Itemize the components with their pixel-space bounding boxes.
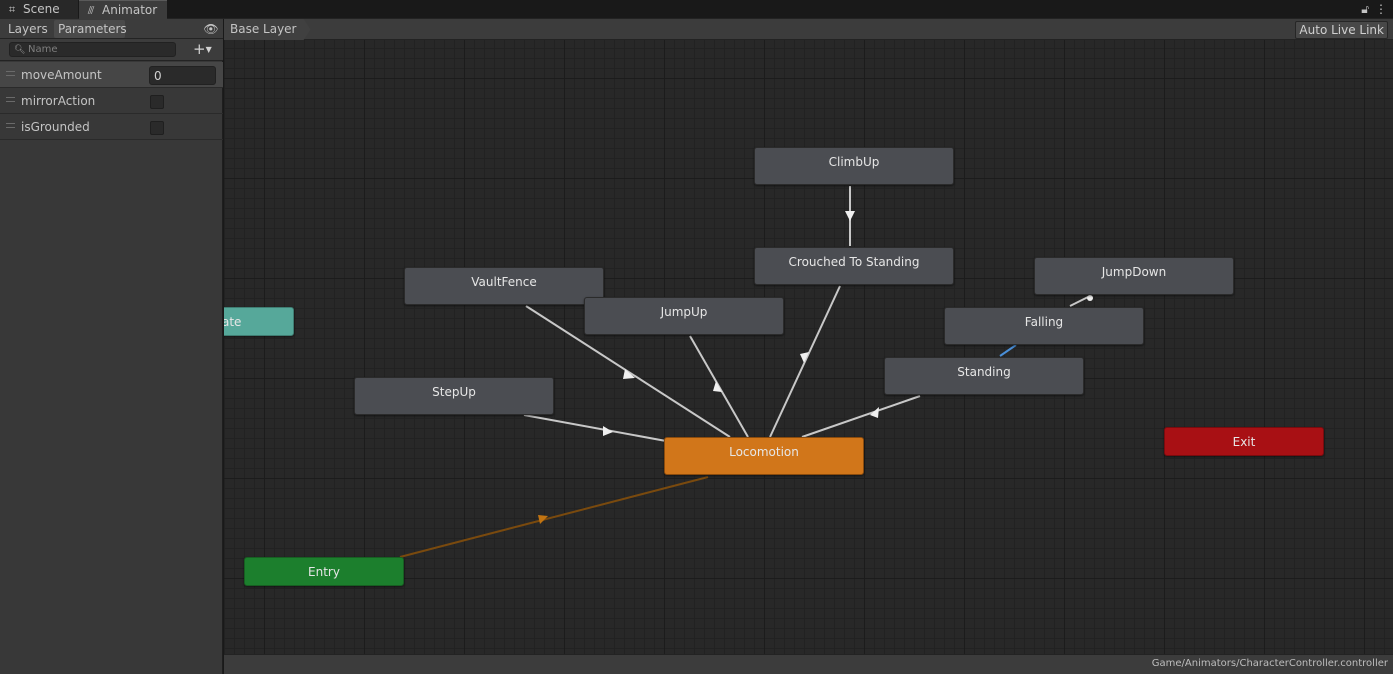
plus-icon: +	[193, 40, 206, 58]
transition-falling-jumpdown[interactable]	[1069, 295, 1091, 307]
transition-arrow-icon	[538, 515, 548, 524]
transitions-layer	[399, 186, 1093, 558]
state-exit[interactable]: Exit	[1164, 427, 1324, 456]
transition-arrow-icon	[870, 407, 879, 418]
state-machine-graph[interactable]: ClimbUp Crouched To Standing VaultFence …	[224, 40, 1393, 654]
asset-path: Game/Animators/CharacterController.contr…	[1151, 658, 1388, 669]
search-row: 🔍︎ +▼	[0, 39, 223, 61]
state-locomotion-default[interactable]: Locomotion	[664, 437, 864, 475]
search-input[interactable]	[28, 43, 173, 56]
lock-icon[interactable]: 🔓︎	[1361, 2, 1369, 16]
animator-icon: ⫻	[87, 4, 95, 17]
search-icon: 🔍︎	[14, 45, 26, 55]
panel-toolbar: Layers Parameters 👁︎	[0, 19, 223, 39]
tab-scene-label: Scene	[23, 2, 60, 16]
transition-arrow-icon	[845, 211, 855, 221]
transition-standing-locomotion[interactable]	[801, 395, 921, 438]
chevron-down-icon: ▼	[205, 45, 212, 54]
state-crouched-to-standing[interactable]: Crouched To Standing	[754, 247, 954, 285]
state-any-state[interactable]: ate	[224, 307, 294, 336]
transition-stepup-locomotion[interactable]	[523, 414, 667, 442]
search-box: 🔍︎	[9, 42, 176, 57]
state-falling[interactable]: Falling	[944, 307, 1144, 345]
state-entry[interactable]: Entry	[244, 557, 404, 586]
transition-arrow-icon	[603, 426, 613, 436]
transition-arrow-icon	[713, 381, 722, 392]
transition-standing-falling[interactable]	[999, 344, 1017, 357]
state-vaultfence[interactable]: VaultFence	[404, 267, 604, 305]
tab-animator[interactable]: ⫻ Animator	[79, 0, 167, 19]
state-standing[interactable]: Standing	[884, 357, 1084, 395]
breadcrumb[interactable]: Base Layer	[224, 19, 311, 40]
drag-handle-icon[interactable]	[6, 71, 15, 76]
default-transition-entry-locomotion[interactable]	[399, 476, 709, 558]
state-climbup[interactable]: ClimbUp	[754, 147, 954, 185]
tab-animator-label: Animator	[102, 3, 158, 17]
parameter-name: isGrounded	[21, 120, 90, 134]
state-jumpup[interactable]: JumpUp	[584, 297, 784, 335]
parameters-panel: Layers Parameters 👁︎ 🔍︎ +▼ moveAmount mi…	[0, 19, 223, 674]
drag-handle-icon[interactable]	[6, 123, 15, 128]
auto-live-link-button[interactable]: Auto Live Link	[1295, 21, 1388, 39]
transition-arrow-icon	[623, 369, 635, 379]
more-options-icon[interactable]: ⋮	[1375, 2, 1387, 16]
parameter-row-isgrounded[interactable]: isGrounded	[0, 114, 223, 140]
eye-icon[interactable]: 👁︎	[203, 22, 219, 36]
window-tab-bar: ⌗ Scene ⫻ Animator 🔓︎ ⋮	[0, 0, 1393, 19]
drag-handle-icon[interactable]	[6, 97, 15, 102]
parameter-name: moveAmount	[21, 68, 102, 82]
parameter-float-field[interactable]	[149, 66, 216, 85]
parameter-row-mirroraction[interactable]: mirrorAction	[0, 88, 223, 114]
parameter-name: mirrorAction	[21, 94, 96, 108]
parameter-row-moveamount[interactable]: moveAmount	[0, 62, 223, 88]
window-tools: 🔓︎ ⋮	[1355, 0, 1387, 19]
parameter-bool-checkbox[interactable]	[150, 121, 164, 135]
transition-vaultfence-locomotion[interactable]	[525, 305, 731, 438]
graph-header: Base Layer Auto Live Link	[224, 19, 1393, 40]
tab-layers[interactable]: Layers	[8, 22, 48, 36]
scene-grid-icon: ⌗	[8, 3, 16, 16]
add-parameter-button[interactable]: +▼	[193, 41, 221, 58]
transition-arrow-icon	[1087, 295, 1093, 301]
parameter-bool-checkbox[interactable]	[150, 95, 164, 109]
state-jumpdown[interactable]: JumpDown	[1034, 257, 1234, 295]
tab-parameters[interactable]: Parameters	[54, 20, 127, 38]
transition-arrow-icon	[800, 352, 809, 363]
state-stepup[interactable]: StepUp	[354, 377, 554, 415]
transition-crouched-locomotion[interactable]	[769, 285, 841, 438]
status-bar: Game/Animators/CharacterController.contr…	[224, 654, 1393, 674]
tab-scene[interactable]: ⌗ Scene	[0, 0, 78, 19]
